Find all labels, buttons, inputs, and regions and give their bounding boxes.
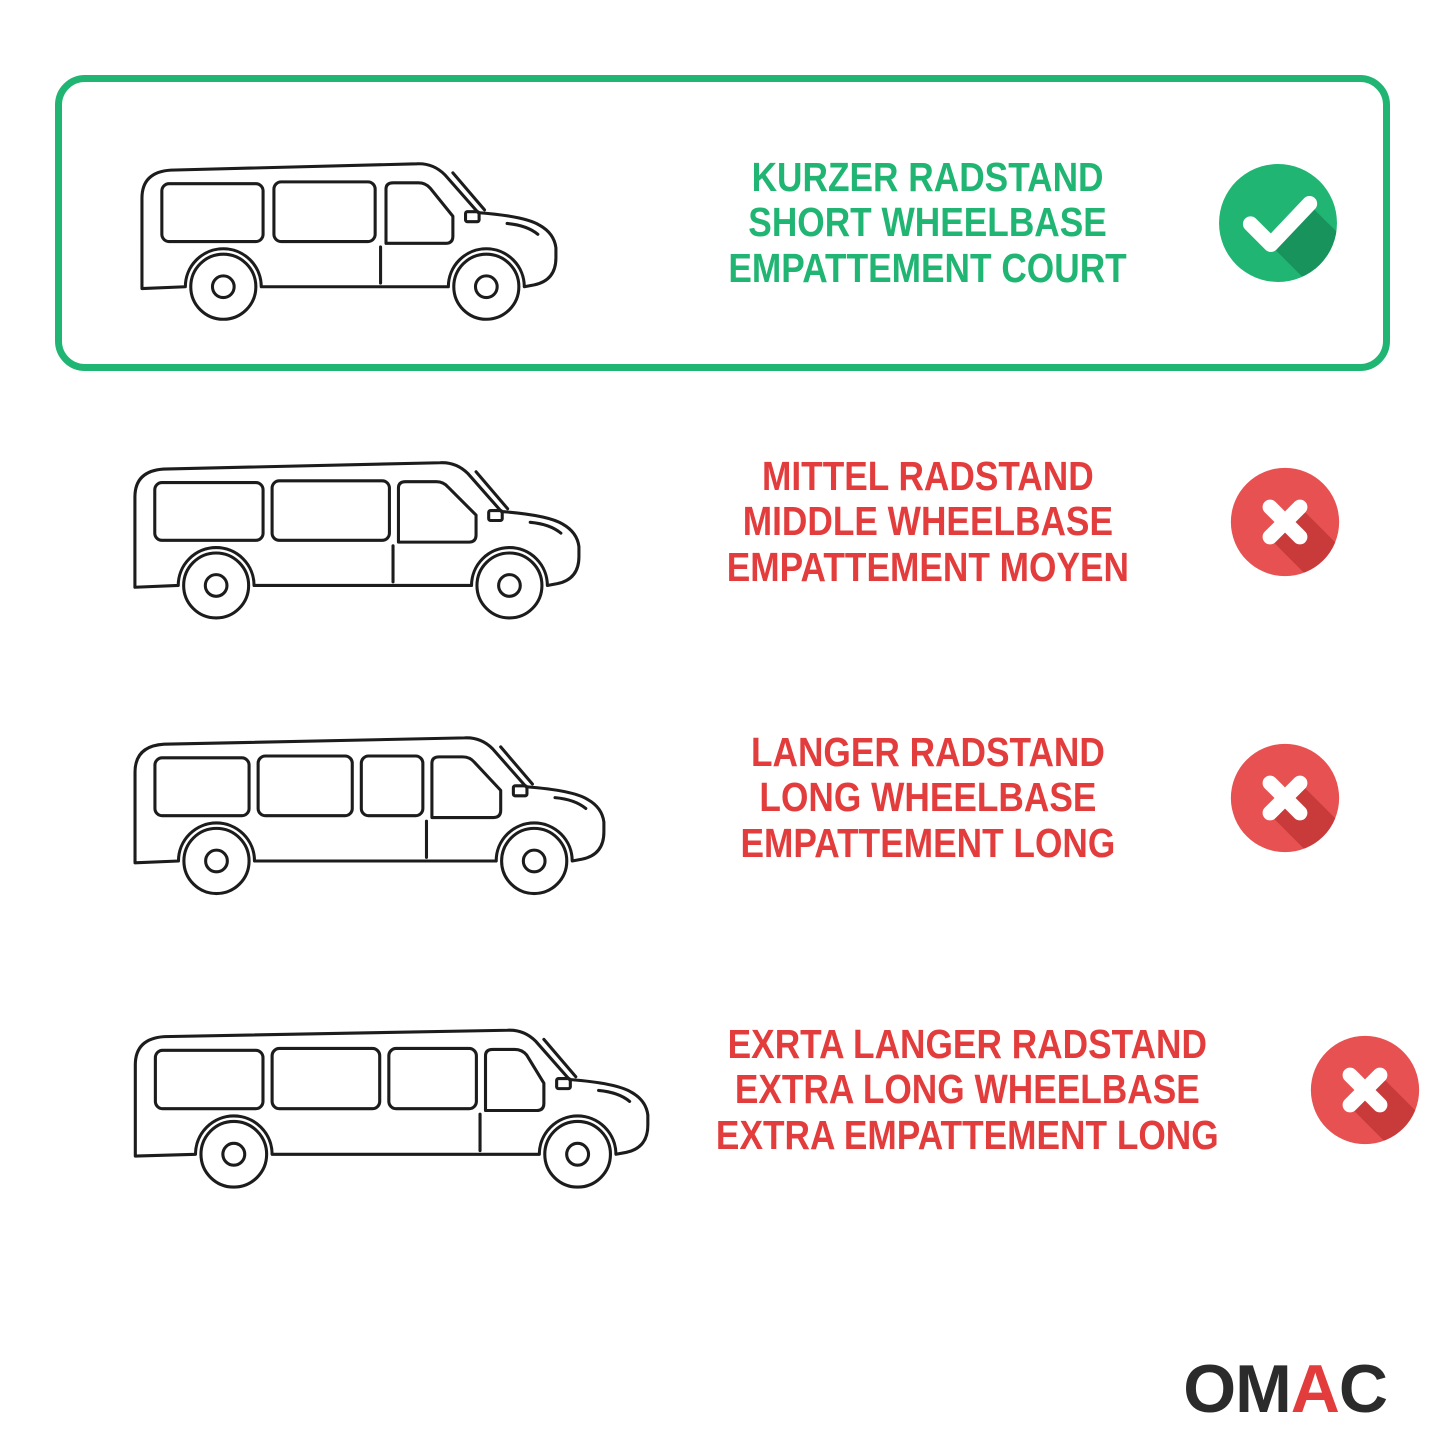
option-row-middle-wheelbase: MITTEL RADSTAND MIDDLE WHEELBASE EMPATTE…	[55, 391, 1390, 653]
van-column	[55, 414, 675, 631]
x-icon	[1230, 467, 1340, 577]
wheelbase-label-group: EXRTA LANGER RADSTAND EXTRA LONG WHEELBA…	[675, 1022, 1260, 1157]
van-long-illustration	[133, 736, 606, 896]
label-french: EXTRA EMPATTEMENT LONG	[715, 1111, 1219, 1158]
selected-option-box: KURZER RADSTAND SHORT WHEELBASE EMPATTEM…	[55, 75, 1390, 371]
wheelbase-label-group: MITTEL RADSTAND MIDDLE WHEELBASE EMPATTE…	[675, 454, 1180, 589]
omac-logo: OMAC	[1183, 1355, 1388, 1423]
label-german: LANGER RADSTAND	[750, 729, 1105, 776]
option-row-extra-long-wheelbase: EXRTA LANGER RADSTAND EXTRA LONG WHEELBA…	[55, 959, 1419, 1221]
van-column	[62, 115, 682, 332]
option-row-long-wheelbase: LANGER RADSTAND LONG WHEELBASE EMPATTEME…	[55, 667, 1390, 929]
logo-text-c: C	[1338, 1351, 1388, 1427]
label-french: EMPATTEMENT MOYEN	[726, 543, 1129, 590]
label-english: SHORT WHEELBASE	[748, 199, 1107, 246]
status-column	[1180, 466, 1390, 578]
check-icon	[1219, 164, 1337, 282]
label-german: EXRTA LANGER RADSTAND	[727, 1021, 1207, 1068]
label-german: MITTEL RADSTAND	[761, 453, 1094, 500]
van-extra-long-illustration	[133, 1028, 650, 1189]
label-french: EMPATTEMENT COURT	[728, 244, 1127, 291]
label-german: KURZER RADSTAND	[751, 154, 1104, 201]
option-row-short-wheelbase: KURZER RADSTAND SHORT WHEELBASE EMPATTEM…	[62, 82, 1383, 364]
wheelbase-label-group: LANGER RADSTAND LONG WHEELBASE EMPATTEME…	[675, 730, 1180, 865]
x-icon	[1310, 1035, 1419, 1145]
status-column	[1173, 162, 1383, 284]
x-icon	[1230, 743, 1340, 853]
logo-text-a: A	[1290, 1351, 1340, 1427]
label-french: EMPATTEMENT LONG	[740, 819, 1115, 866]
logo-text-om: OM	[1183, 1351, 1292, 1427]
van-short-illustration	[140, 161, 558, 321]
van-column	[55, 981, 675, 1200]
label-english: MIDDLE WHEELBASE	[742, 498, 1113, 545]
status-column	[1260, 1034, 1445, 1146]
wheelbase-label-group: KURZER RADSTAND SHORT WHEELBASE EMPATTEM…	[682, 155, 1173, 290]
van-column	[55, 689, 675, 906]
status-column	[1180, 742, 1390, 854]
label-english: EXTRA LONG WHEELBASE	[734, 1066, 1200, 1113]
van-middle-illustration	[133, 460, 581, 620]
label-english: LONG WHEELBASE	[759, 774, 1096, 821]
